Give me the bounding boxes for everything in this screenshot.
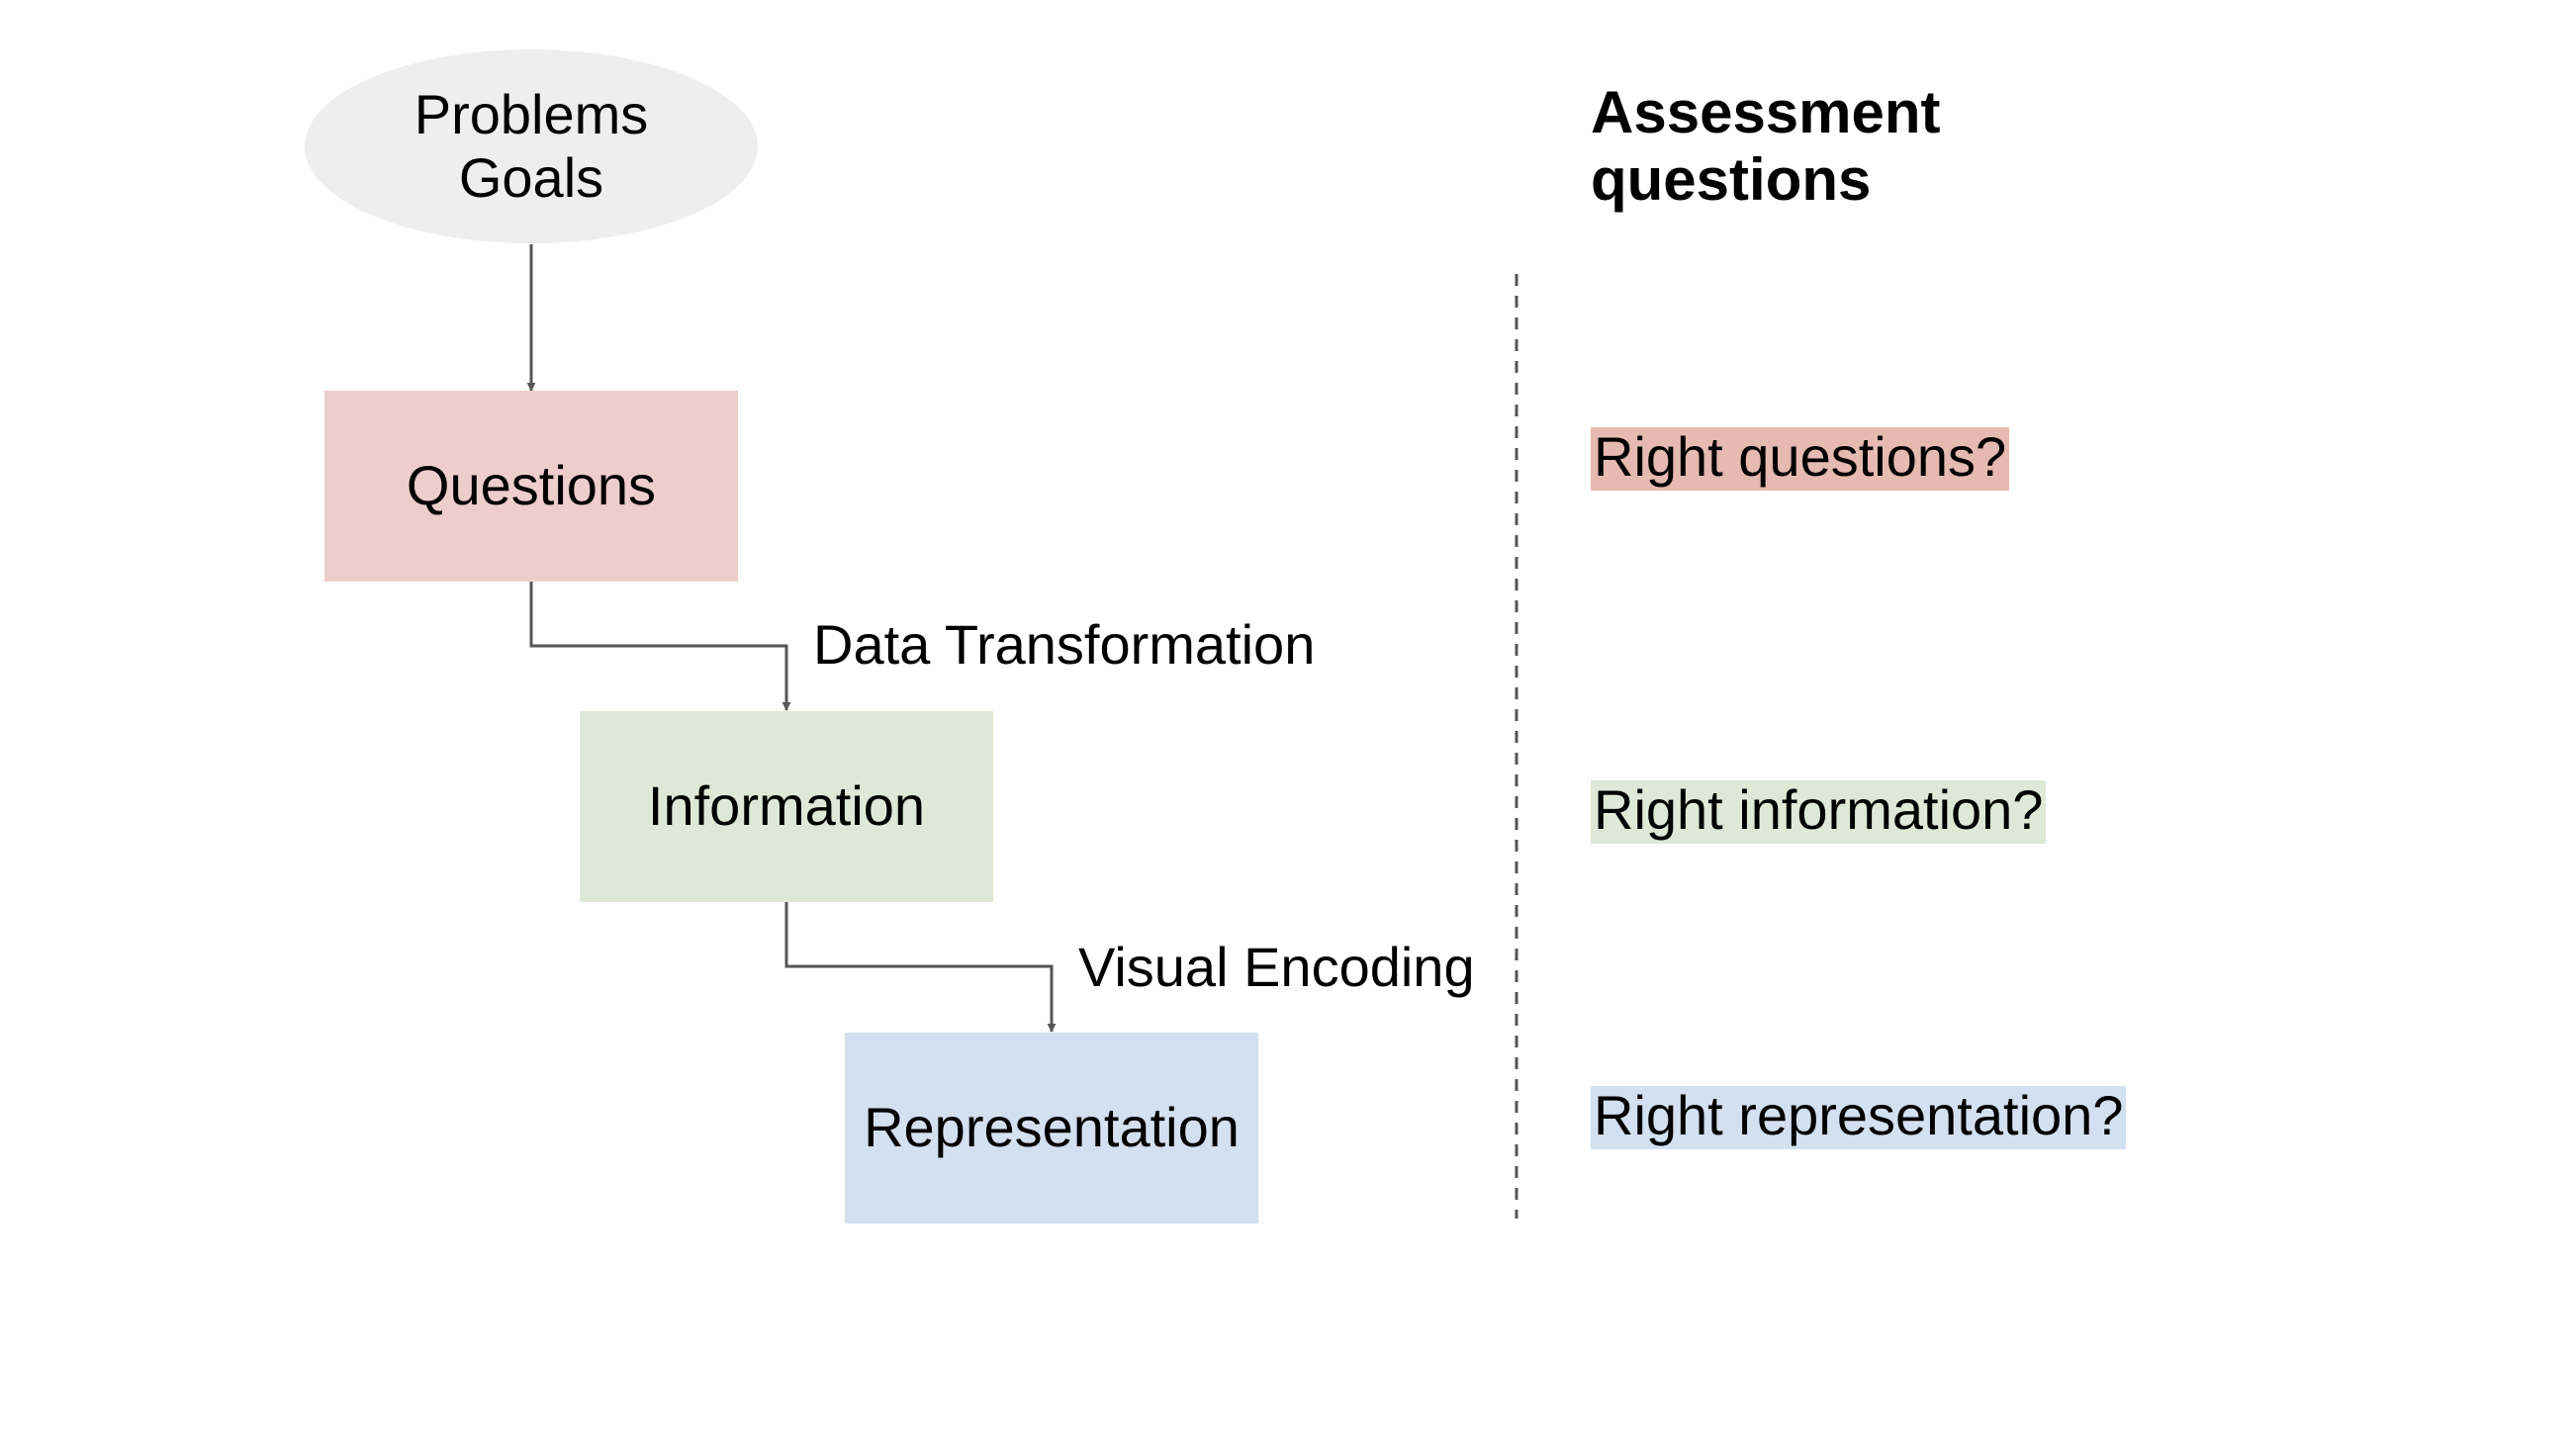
arrow-information-to-representation <box>784 902 1057 1033</box>
information-box: Information <box>580 711 993 902</box>
problems-goals-ellipse: Problems Goals <box>305 49 758 243</box>
problems-label: Problems <box>414 82 649 145</box>
data-transformation-label: Data Transformation <box>813 613 1316 676</box>
questions-box: Questions <box>324 391 738 582</box>
questions-label: Questions <box>406 454 657 517</box>
assessment-title-line-2: questions <box>1591 146 1872 214</box>
information-label: Information <box>647 774 926 838</box>
assessment-title: Assessment questions <box>1591 79 1941 215</box>
goals-label: Goals <box>458 146 604 209</box>
assessment-title-line-1: Assessment <box>1591 79 1941 145</box>
right-representation-text: Right representation? <box>1591 1086 2127 1149</box>
representation-box: Representation <box>845 1033 1258 1223</box>
right-information-text: Right information? <box>1591 780 2047 844</box>
visual-encoding-label: Visual Encoding <box>1078 936 1475 998</box>
arrow-questions-to-information <box>529 582 791 711</box>
representation-label: Representation <box>864 1096 1240 1159</box>
right-questions-text: Right questions? <box>1591 427 2010 491</box>
